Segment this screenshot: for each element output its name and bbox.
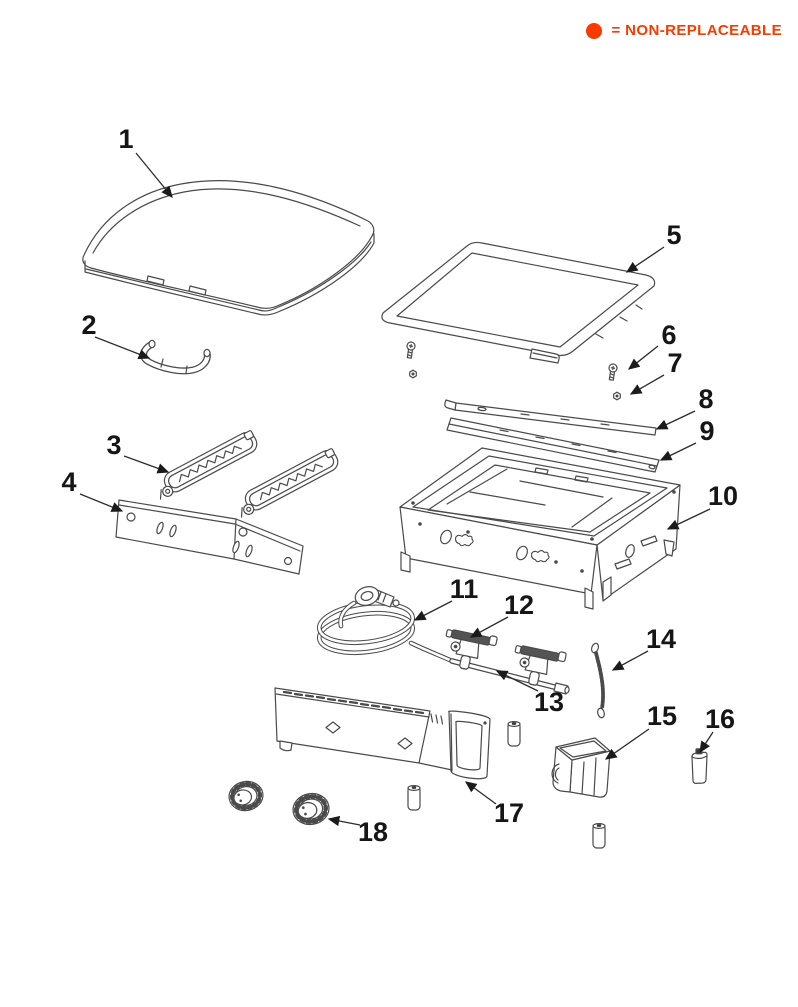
- callouts: 1 2 3 4 5 6 7: [61, 124, 738, 847]
- callout-16: 16: [699, 704, 735, 754]
- callout-15-label: 15: [647, 701, 677, 731]
- callout-7-label: 7: [667, 348, 682, 378]
- callout-13-label: 13: [534, 687, 564, 717]
- part-grease-cup: [551, 737, 611, 798]
- callout-2: 2: [81, 310, 151, 360]
- part-burner-1: [150, 428, 261, 502]
- callout-12: 12: [469, 590, 534, 638]
- callout-1: 1: [118, 124, 173, 199]
- part-support-bar: [446, 417, 660, 473]
- part-mounting-bracket: [115, 499, 304, 575]
- part-control-knob-2: [291, 791, 332, 828]
- callout-17: 17: [464, 781, 524, 828]
- callout-9-label: 9: [699, 416, 714, 446]
- callout-11-label: 11: [450, 574, 479, 604]
- part-nut: [613, 391, 621, 401]
- callout-9: 9: [659, 416, 715, 461]
- callout-4-label: 4: [61, 467, 76, 497]
- callout-18-label: 18: [358, 817, 388, 847]
- callout-3: 3: [106, 430, 170, 474]
- part-lid-handle: [140, 339, 211, 375]
- legend-label: = NON-REPLACEABLE: [611, 22, 782, 39]
- callout-11: 11: [413, 574, 479, 621]
- callout-18: 18: [327, 815, 388, 847]
- callout-5-label: 5: [666, 220, 681, 250]
- callout-13: 13: [495, 670, 564, 717]
- part-foot-spacer-1: [507, 720, 521, 747]
- callout-2-label: 2: [81, 310, 96, 340]
- callout-4: 4: [61, 467, 124, 512]
- non-replaceable-dot-icon: [586, 22, 603, 39]
- callout-15: 15: [604, 701, 677, 760]
- part-valve-assembly-1: [439, 625, 499, 675]
- callout-7: 7: [629, 348, 683, 395]
- part-trim-rail: [444, 399, 657, 436]
- part-lid: [82, 180, 375, 316]
- part-firebox-body: [399, 447, 681, 610]
- callout-6: 6: [627, 320, 677, 370]
- callout-6-label: 6: [661, 320, 676, 350]
- callout-14-label: 14: [646, 624, 676, 654]
- part-control-panel: [274, 687, 491, 780]
- callout-17-label: 17: [494, 798, 524, 828]
- callout-14: 14: [611, 624, 676, 671]
- callout-16-label: 16: [705, 704, 735, 734]
- part-foot-spacer-2: [407, 784, 421, 811]
- callout-8-label: 8: [698, 384, 713, 414]
- part-chain: [590, 642, 605, 719]
- callout-5: 5: [625, 220, 682, 273]
- part-screw: [606, 362, 619, 382]
- callout-1-label: 1: [118, 124, 133, 154]
- callout-12-label: 12: [504, 590, 534, 620]
- part-foot-spacer-3: [592, 822, 606, 849]
- part-burner-2: [231, 446, 342, 520]
- callout-8: 8: [655, 384, 714, 430]
- legend: = NON-REPLACEABLE: [586, 22, 782, 39]
- part-screw-left: [404, 340, 417, 379]
- part-hose-and-regulator: [316, 586, 455, 664]
- callout-10-label: 10: [708, 481, 738, 511]
- part-battery: [691, 748, 708, 784]
- part-griddle-plate: [381, 241, 656, 364]
- callout-10: 10: [666, 481, 738, 530]
- part-control-knob-1: [227, 779, 266, 813]
- callout-3-label: 3: [106, 430, 121, 460]
